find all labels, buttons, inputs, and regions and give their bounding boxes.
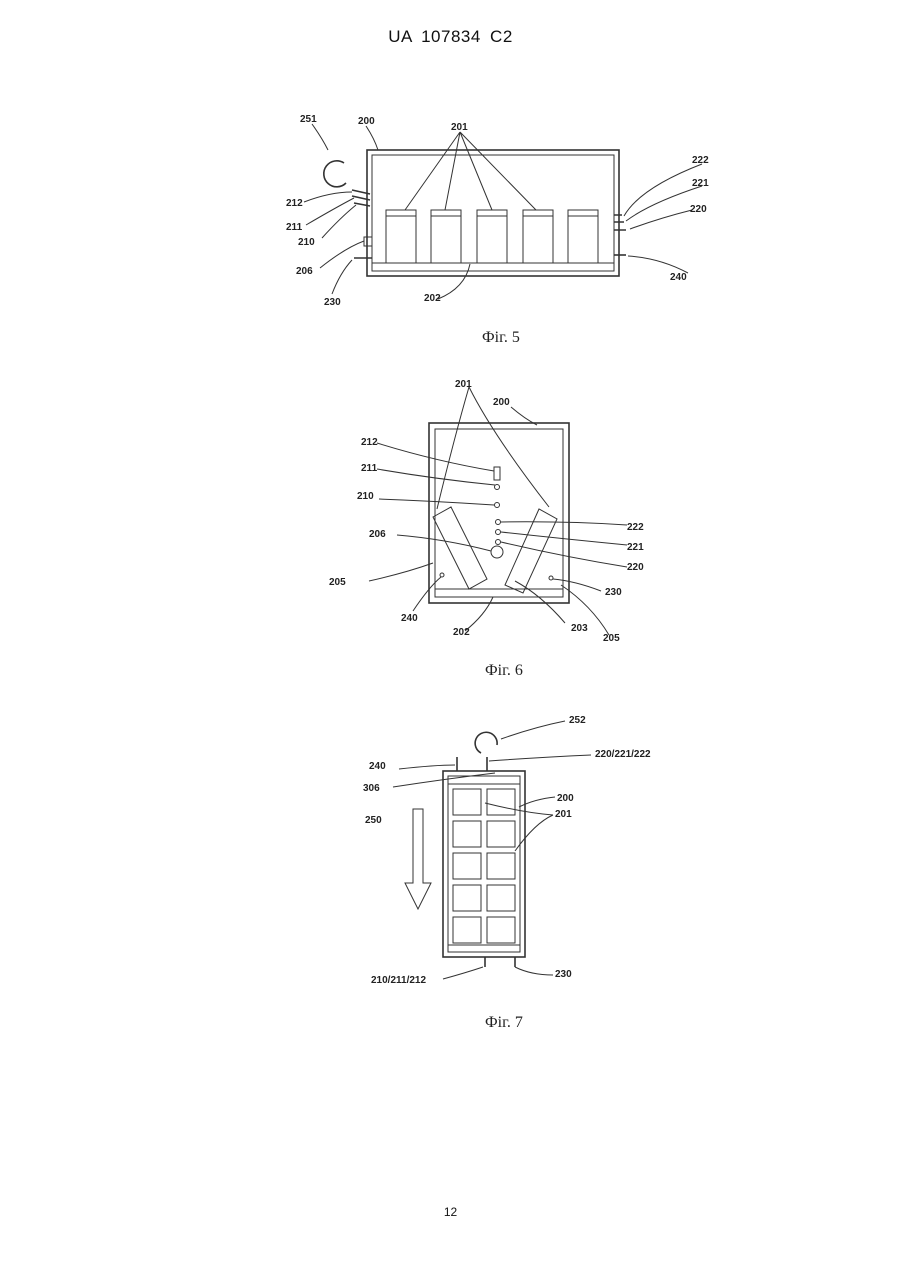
label-230: 230 [324, 297, 341, 308]
page-number: 12 [0, 1205, 901, 1219]
hook-251 [324, 161, 346, 187]
label-203: 203 [571, 623, 588, 634]
caption-fig-6: Фіг. 6 [485, 662, 523, 679]
label-230: 230 [555, 969, 572, 980]
figure-5: 251 200 201 222 221 220 212 211 210 206 … [240, 108, 710, 358]
label-252: 252 [569, 715, 586, 726]
label-221: 221 [692, 178, 709, 189]
label-306: 306 [363, 783, 380, 794]
container-200-outline [429, 423, 569, 603]
label-200: 200 [557, 793, 574, 804]
label-200: 200 [493, 397, 510, 408]
label-220-221-222: 220/221/222 [595, 749, 651, 760]
label-251: 251 [300, 114, 317, 125]
label-240: 240 [401, 613, 418, 624]
label-221: 221 [627, 542, 644, 553]
figure-6: 201 200 212 211 210 222 221 220 206 205 … [325, 375, 665, 685]
label-211: 211 [286, 222, 303, 233]
container-200-outline [443, 771, 525, 957]
label-210: 210 [357, 491, 374, 502]
label-220: 220 [627, 562, 644, 573]
label-201: 201 [451, 122, 468, 133]
container-200-outline [367, 150, 619, 276]
figure-7: 252 240 220/221/222 306 200 250 201 210/… [355, 705, 715, 1035]
label-222: 222 [692, 155, 709, 166]
label-210: 210 [298, 237, 315, 248]
direction-arrow-250 [405, 809, 431, 909]
label-206: 206 [369, 529, 386, 540]
label-222: 222 [627, 522, 644, 533]
label-240: 240 [369, 761, 386, 772]
hook-252 [475, 732, 497, 753]
cartridges-201 [386, 210, 598, 263]
label-240: 240 [670, 272, 687, 283]
label-205-left: 205 [329, 577, 346, 588]
label-200: 200 [358, 116, 375, 127]
label-250: 250 [365, 815, 382, 826]
label-212: 212 [361, 437, 378, 448]
label-201: 201 [555, 809, 572, 820]
label-220: 220 [690, 204, 707, 215]
label-212: 212 [286, 198, 303, 209]
label-230: 230 [605, 587, 622, 598]
label-202: 202 [453, 627, 470, 638]
label-202: 202 [424, 293, 441, 304]
caption-fig-7: Фіг. 7 [485, 1014, 523, 1031]
label-205-right: 205 [603, 633, 620, 644]
caption-fig-5: Фіг. 5 [482, 329, 520, 346]
label-206: 206 [296, 266, 313, 277]
patent-number-header: UA 107834 C2 [0, 27, 901, 47]
label-211: 211 [361, 463, 378, 474]
label-210-211-212: 210/211/212 [371, 975, 426, 986]
label-201: 201 [455, 379, 472, 390]
cartridges-201 [453, 789, 515, 943]
